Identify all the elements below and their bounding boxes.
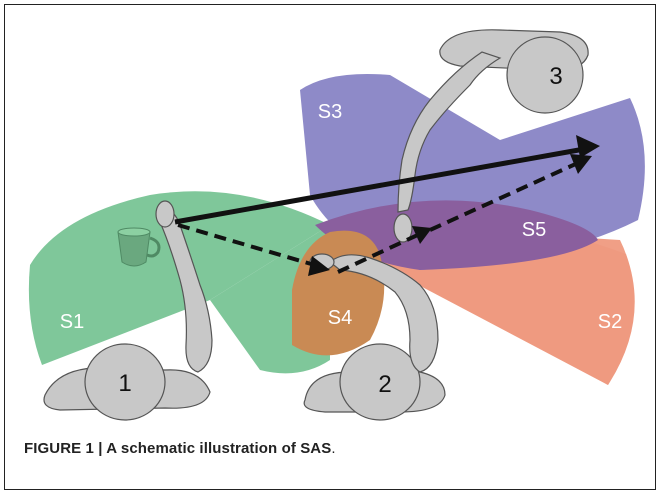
person-3 xyxy=(393,29,589,243)
s1-label: S1 xyxy=(60,311,84,333)
dashed-arrow-2 xyxy=(337,231,423,274)
cup-icon xyxy=(117,227,161,267)
caption-title: FIGURE 1 | A schematic illustration of S… xyxy=(24,440,332,457)
dashed-arrow-2-head xyxy=(412,226,432,244)
solid-arrow-head xyxy=(576,135,600,158)
dashed-arrow-3-head xyxy=(570,154,592,174)
figure-frame xyxy=(4,4,656,490)
person-2-label: 2 xyxy=(378,371,391,398)
caption-tail: . xyxy=(331,440,336,457)
s5-region xyxy=(315,200,598,270)
person-1 xyxy=(43,200,213,421)
solid-arrow xyxy=(174,145,591,225)
person-1-label: 1 xyxy=(118,370,131,397)
s2-label: S2 xyxy=(598,311,622,333)
dashed-arrow-3 xyxy=(429,160,581,232)
dashed-arrow-1-head xyxy=(308,256,330,276)
s5-label: S5 xyxy=(522,219,546,241)
s3-label: S3 xyxy=(318,101,342,123)
person-3-label: 3 xyxy=(549,63,562,90)
figure-caption: FIGURE 1 | A schematic illustration of S… xyxy=(24,440,336,457)
person-2 xyxy=(303,253,446,421)
dashed-arrow-1 xyxy=(177,223,319,268)
s4-label: S4 xyxy=(328,307,352,329)
